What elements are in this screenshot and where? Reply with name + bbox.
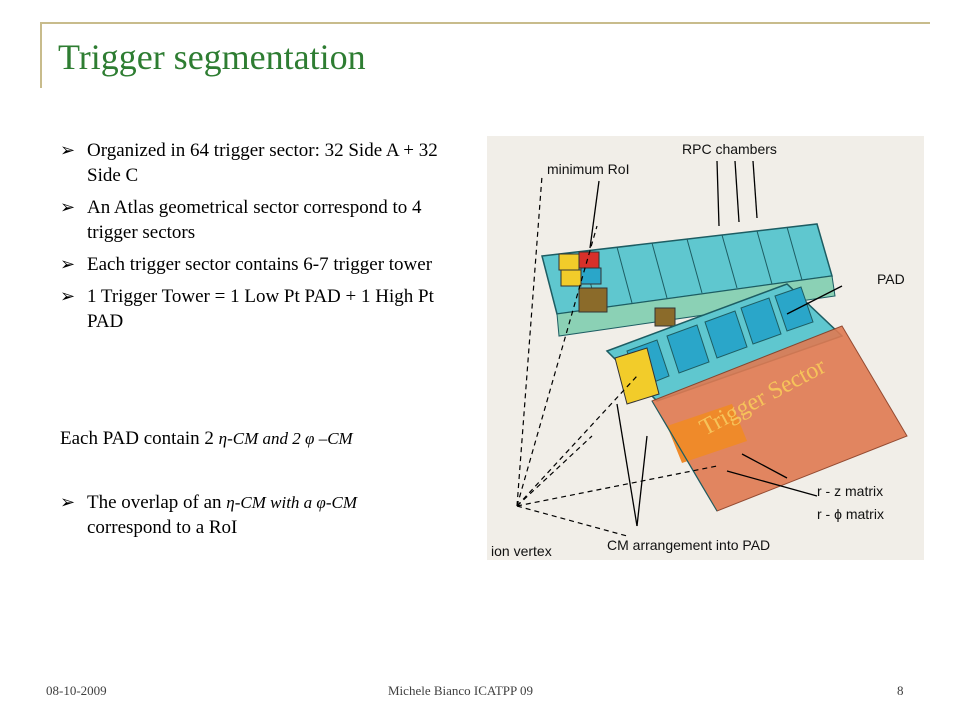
trigger-sector-figure: Trigger Sector RPC chambers minimum RoI … [487, 136, 924, 560]
slide-title: Trigger segmentation [58, 37, 366, 77]
arrow-bullet-icon: ➢ [60, 140, 76, 161]
arrow-bullet-icon: ➢ [60, 254, 76, 275]
vertex-rays [516, 175, 718, 537]
trigger-diagram-svg: Trigger Sector RPC chambers minimum RoI … [491, 141, 908, 559]
label-arrows [589, 160, 843, 527]
pad-sentence: Each PAD contain 2 η-CM and 2 φ –CM [60, 428, 353, 449]
bullet-item: ➢Each trigger sector contains 6-7 trigge… [60, 254, 433, 275]
arrow-bullet-icon: ➢ [60, 197, 76, 218]
bullet-item: ➢Organized in 64 trigger sector: 32 Side… [60, 140, 438, 186]
arrow-bullet-icon: ➢ [60, 286, 76, 307]
rz-matrix-label: r - z matrix [817, 483, 883, 499]
arrow-bullet-icon: ➢ [60, 492, 76, 513]
bullet-item: ➢An Atlas geometrical sector correspond … [60, 197, 422, 243]
cm-arrangement-label: CM arrangement into PAD [607, 537, 770, 553]
minimum-roi-label: minimum RoI [547, 161, 629, 177]
upper-chamber-side [556, 275, 836, 337]
rphi-matrix-label: r - ϕ matrix [817, 506, 884, 522]
top-rule [40, 22, 930, 24]
pad-label: PAD [877, 271, 905, 287]
footer-presenter: Michele Bianco ICATPP 09 [388, 683, 534, 698]
footer-page-number: 8 [897, 683, 904, 698]
pad-box [578, 287, 608, 313]
roi-cell [558, 253, 580, 271]
footer-date: 08-10-2009 [46, 683, 107, 698]
ion-vertex-label: ion vertex [491, 543, 552, 559]
bullet-list: ➢Organized in 64 trigger sector: 32 Side… [60, 138, 470, 341]
left-rule [40, 22, 42, 88]
rpc-chambers-label: RPC chambers [682, 141, 777, 157]
bullet-item: ➢1 Trigger Tower = 1 Low Pt PAD + 1 High… [60, 286, 434, 332]
